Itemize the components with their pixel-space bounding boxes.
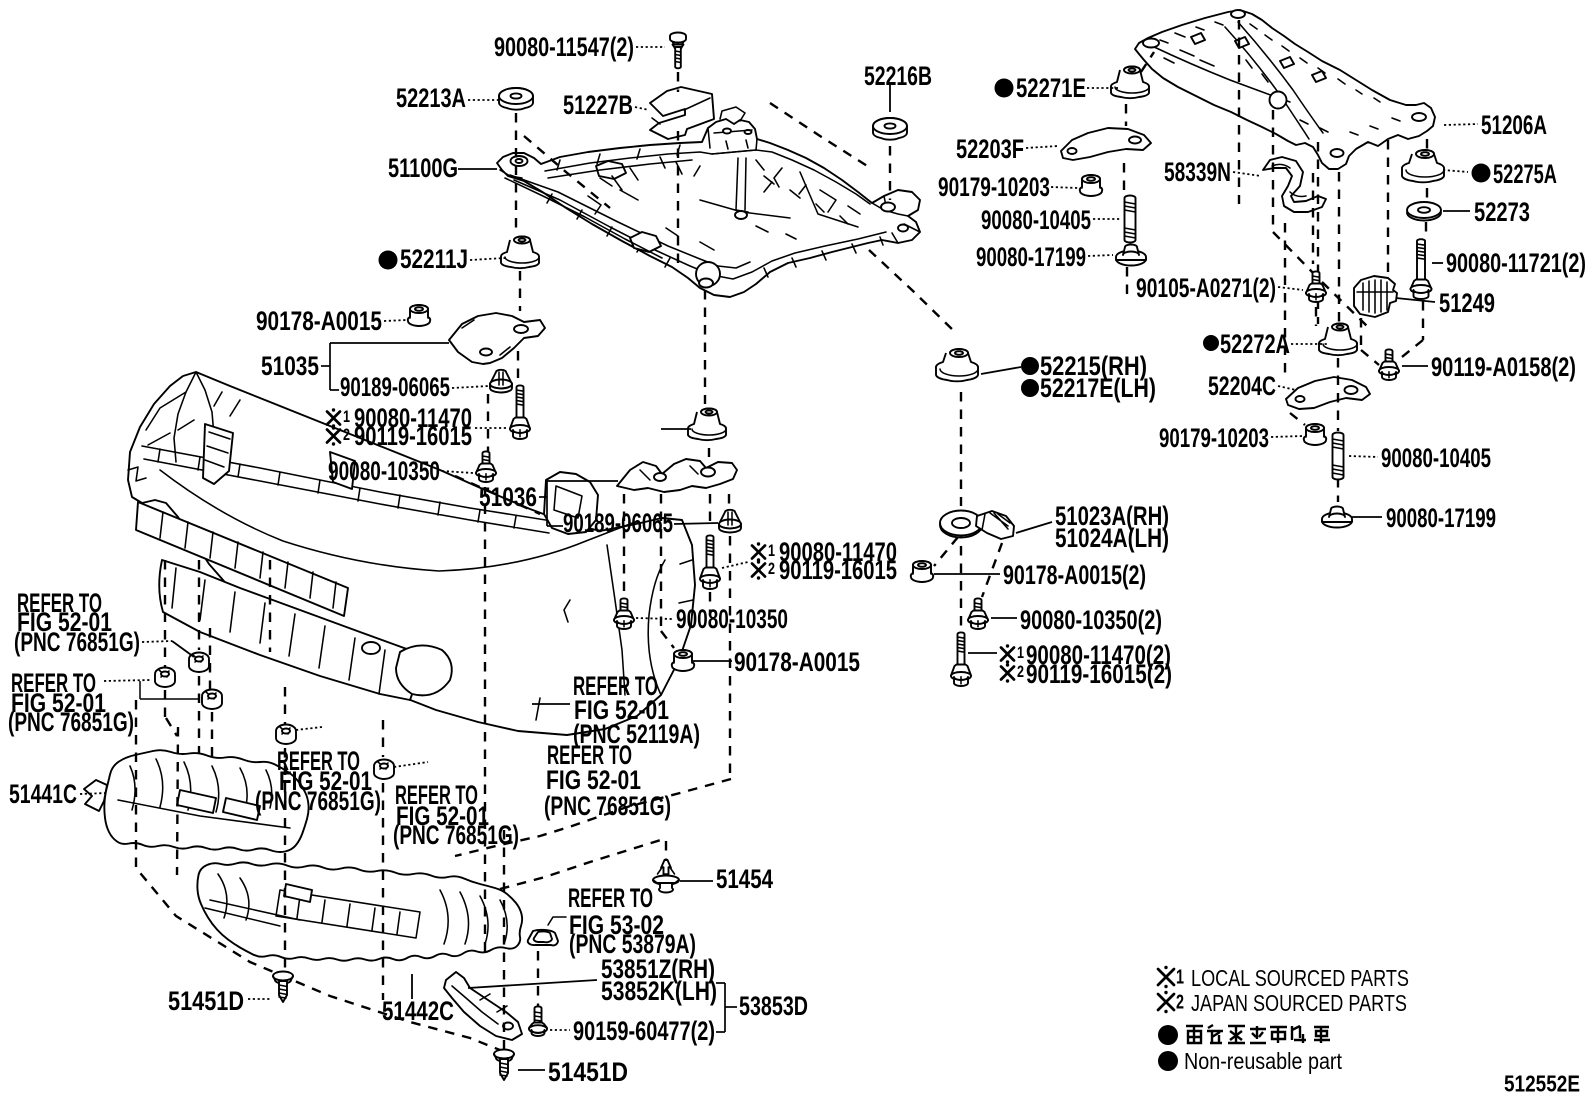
svg-text:90179-10203: 90179-10203	[938, 172, 1050, 202]
svg-text:51454: 51454	[716, 864, 773, 894]
svg-text:90159-60477(2): 90159-60477(2)	[573, 1016, 715, 1046]
svg-text:51451D: 51451D	[548, 1057, 628, 1087]
svg-text:REFER TO: REFER TO	[277, 746, 360, 776]
svg-text:(PNC 76851G): (PNC 76851G)	[255, 786, 381, 816]
svg-text:90080-17199: 90080-17199	[976, 242, 1086, 272]
svg-text:2: 2	[1017, 662, 1024, 681]
svg-text:1: 1	[1017, 643, 1024, 662]
svg-text:1: 1	[343, 407, 350, 426]
svg-text:JAPAN SOURCED PARTS: JAPAN SOURCED PARTS	[1191, 990, 1407, 1016]
svg-text:52203F: 52203F	[956, 134, 1024, 164]
svg-text:FIG 52-01: FIG 52-01	[279, 766, 372, 796]
svg-text:52204C: 52204C	[1208, 371, 1276, 401]
svg-text:(PNC 53879A): (PNC 53879A)	[569, 929, 696, 959]
svg-text:90080-10350(2): 90080-10350(2)	[1020, 605, 1162, 635]
svg-text:53852K(LH): 53852K(LH)	[601, 976, 717, 1006]
svg-text:90080-11470(2): 90080-11470(2)	[1026, 640, 1171, 670]
svg-text:2: 2	[768, 559, 775, 578]
svg-text:90119-16015: 90119-16015	[779, 555, 897, 585]
svg-text:REFER TO: REFER TO	[573, 671, 658, 701]
svg-text:90105-A0271(2): 90105-A0271(2)	[1136, 273, 1276, 303]
svg-text:(PNC 76851G): (PNC 76851G)	[393, 820, 519, 850]
svg-text:52213A: 52213A	[396, 83, 466, 113]
svg-text:FIG 52-01: FIG 52-01	[546, 765, 641, 795]
svg-text:512552E: 512552E	[1504, 1071, 1580, 1097]
svg-text:52275A: 52275A	[1493, 159, 1557, 189]
svg-text:90080-11721(2): 90080-11721(2)	[1446, 248, 1586, 278]
svg-text:REFER TO: REFER TO	[395, 780, 478, 810]
svg-text:51024A(LH): 51024A(LH)	[1055, 523, 1169, 553]
svg-text:52211J: 52211J	[400, 244, 468, 274]
svg-text:FIG 52-01: FIG 52-01	[396, 801, 489, 831]
svg-text:FIG 52-01: FIG 52-01	[11, 688, 106, 718]
svg-text:90080-10405: 90080-10405	[981, 205, 1091, 235]
svg-text:52217E(LH): 52217E(LH)	[1040, 373, 1156, 403]
svg-text:53853D: 53853D	[739, 991, 808, 1021]
svg-text:REFER TO: REFER TO	[568, 883, 653, 913]
svg-text:51036: 51036	[479, 482, 537, 512]
svg-text:90189-06065: 90189-06065	[340, 372, 450, 402]
svg-text:90080-17199: 90080-17199	[1386, 503, 1496, 533]
svg-text:51035: 51035	[261, 351, 319, 381]
svg-text:REFER TO: REFER TO	[547, 740, 632, 770]
svg-text:51227B: 51227B	[563, 90, 633, 120]
svg-text:FIG 52-01: FIG 52-01	[17, 607, 112, 637]
svg-text:90119-16015: 90119-16015	[354, 421, 472, 451]
svg-text:51206A: 51206A	[1481, 110, 1547, 140]
svg-text:1: 1	[768, 541, 775, 560]
svg-text:90178-A0015: 90178-A0015	[734, 647, 860, 677]
svg-text:Non-reusable part: Non-reusable part	[1184, 1048, 1343, 1074]
svg-text:90119-A0158(2): 90119-A0158(2)	[1431, 352, 1576, 382]
svg-text:2: 2	[343, 425, 350, 444]
svg-text:53851Z(RH): 53851Z(RH)	[601, 954, 715, 984]
svg-text:90119-16015(2): 90119-16015(2)	[1026, 659, 1172, 689]
svg-text:51023A(RH): 51023A(RH)	[1055, 501, 1169, 531]
svg-text:90080-10350: 90080-10350	[328, 456, 440, 486]
svg-text:90189-06065: 90189-06065	[563, 508, 673, 538]
svg-text:90178-A0015(2): 90178-A0015(2)	[1003, 560, 1146, 590]
svg-text:58339N: 58339N	[1164, 157, 1231, 187]
svg-text:(PNC 76851G): (PNC 76851G)	[544, 791, 671, 821]
svg-text:LOCAL SOURCED PARTS: LOCAL SOURCED PARTS	[1191, 965, 1409, 991]
svg-text:FIG 53-02: FIG 53-02	[569, 910, 664, 940]
svg-text:52273: 52273	[1474, 197, 1530, 227]
svg-text:51249: 51249	[1439, 288, 1495, 318]
svg-text:52272A: 52272A	[1220, 329, 1290, 359]
svg-text:52216B: 52216B	[864, 61, 932, 91]
svg-text:(PNC 76851G): (PNC 76851G)	[8, 707, 134, 737]
svg-text:90080-11470: 90080-11470	[779, 537, 897, 567]
svg-text:REFER TO: REFER TO	[17, 588, 102, 618]
svg-text:52215(RH): 52215(RH)	[1040, 351, 1147, 381]
svg-text:90178-A0015: 90178-A0015	[256, 306, 382, 336]
svg-text:2: 2	[1176, 991, 1184, 1013]
svg-text:1: 1	[1176, 966, 1184, 988]
svg-text:51451D: 51451D	[168, 986, 244, 1016]
svg-text:51442C: 51442C	[382, 996, 454, 1026]
svg-text:90080-10350: 90080-10350	[676, 604, 788, 634]
svg-text:51100G: 51100G	[388, 153, 458, 183]
svg-text:90080-11547(2): 90080-11547(2)	[494, 32, 634, 62]
svg-text:52271E: 52271E	[1016, 73, 1086, 103]
svg-text:90179-10203: 90179-10203	[1159, 423, 1269, 453]
svg-text:(PNC 52119A): (PNC 52119A)	[573, 719, 700, 749]
svg-text:90080-11470: 90080-11470	[354, 403, 472, 433]
svg-text:(PNC 76851G): (PNC 76851G)	[14, 627, 140, 657]
svg-text:51441C: 51441C	[9, 779, 77, 809]
svg-text:90080-10405: 90080-10405	[1381, 443, 1491, 473]
svg-text:REFER TO: REFER TO	[11, 668, 96, 698]
svg-text:FIG 52-01: FIG 52-01	[574, 695, 669, 725]
